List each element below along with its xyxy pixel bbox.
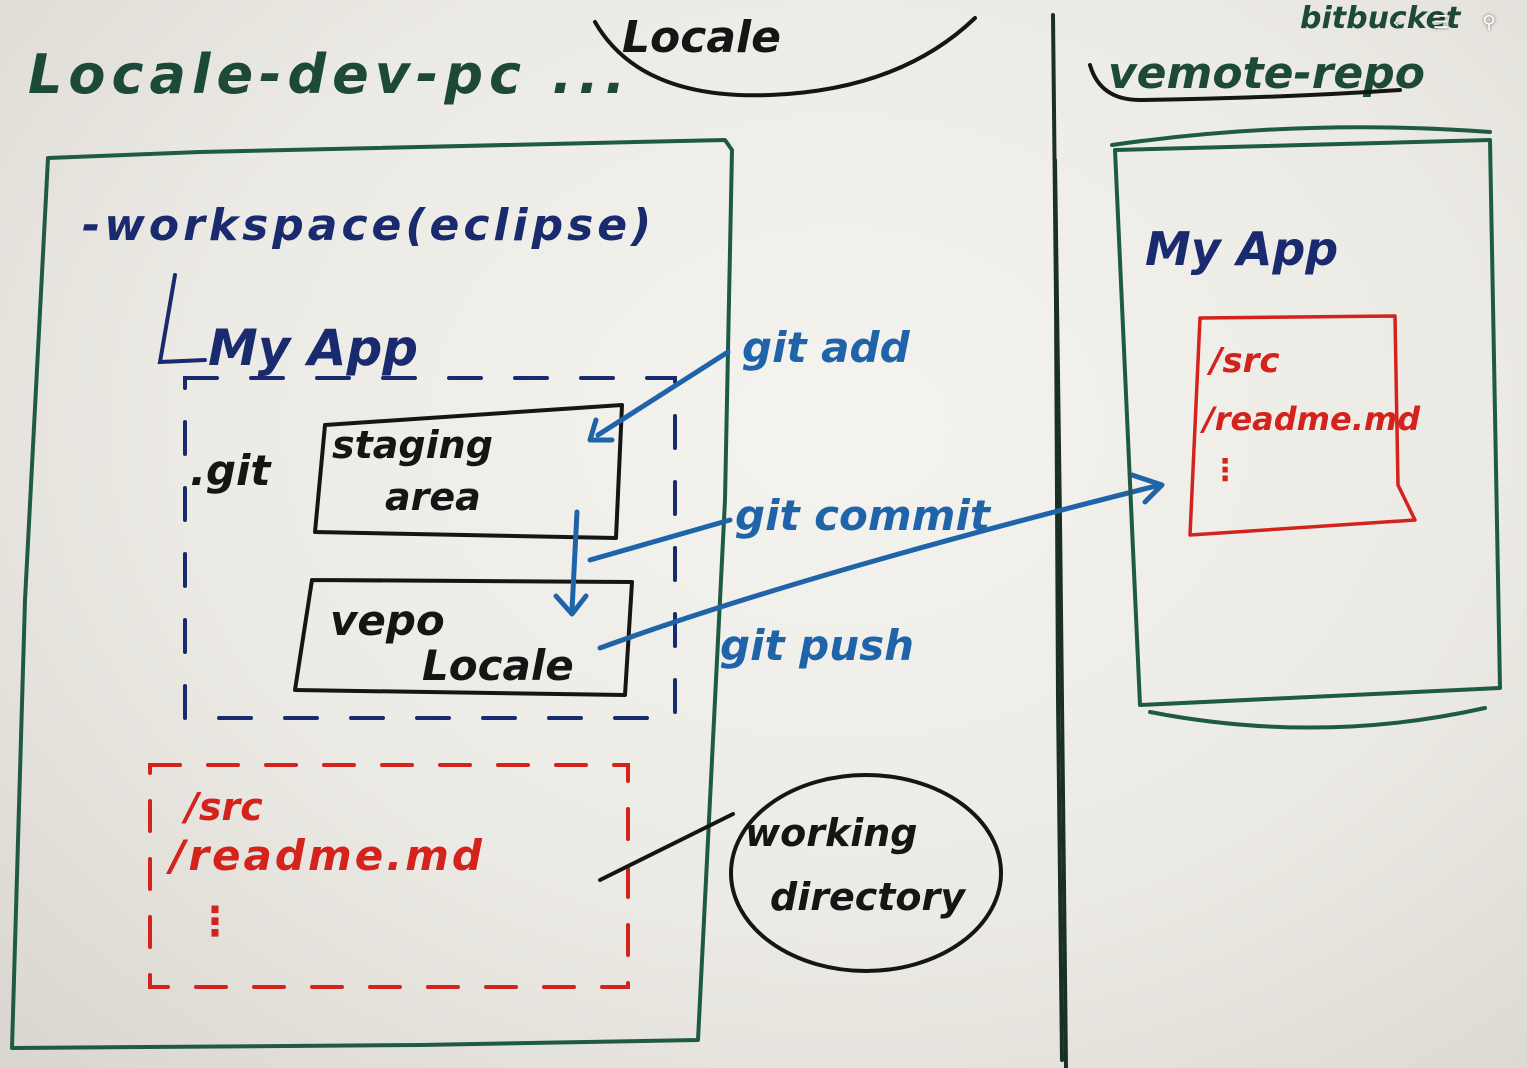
tune-icon[interactable]: ☰ [1432,12,1450,33]
local-header-underline [593,16,977,98]
git-add-label: git add [742,323,911,372]
divider-line-local [1051,13,1064,1062]
wd-more-indicator: ⋮ [195,899,235,945]
working-directory-callout-circle [729,773,1003,973]
share-icon[interactable]: ‹ [1392,12,1400,33]
git-folder-label: .git [190,446,272,495]
wd-src-label: /src [181,785,263,829]
hosting-label: bitbucket [1300,1,1462,36]
remote-readme-label: /readme.md [1199,400,1421,438]
repo-label-line1: vepo [330,596,445,645]
remote-src-label: /src [1206,341,1280,381]
working-directory-callout-line [598,812,735,882]
callout-line2: directory [770,875,967,919]
staging-label-line2: area [385,475,481,519]
git-commit-arrow [569,509,580,613]
local-title: Locale-dev-pc ... [28,43,631,106]
tree-connector [157,273,207,365]
remote-more-indicator: ⋮ [1210,453,1240,488]
zoom-icon[interactable]: ⚲ [1482,12,1496,33]
repo-label-line2: Locale [422,641,574,690]
git-push-arrow [597,482,1163,651]
callout-line1: working [745,811,918,855]
workspace-box [10,138,734,1050]
remote-files-box [1188,314,1417,537]
remote-repo-box [1113,138,1502,707]
wd-readme-label: /readme.md [165,831,485,880]
git-commit-label: git commit [735,491,992,540]
working-directory-box [148,763,630,989]
staging-area-box [313,403,624,540]
workspace-label: -workspace(eclipse) [82,200,655,251]
local-header: Locale [622,12,781,63]
remote-repo-bottom [1148,706,1487,730]
divider-line-remote [1053,158,1068,1068]
git-push-arrowhead [1129,472,1165,505]
local-repo-box [293,578,634,697]
staging-label-line1: staging [332,423,493,467]
git-add-arrow [595,349,731,438]
git-commit-arrowhead [553,593,589,617]
remote-repo-top [1110,125,1492,147]
git-folder-box [183,376,677,720]
git-commit-connector [587,517,733,563]
git-push-label: git push [720,621,914,670]
local-app-label: My App [208,319,418,377]
remote-title-underline [1088,63,1402,102]
git-add-arrowhead [587,417,615,443]
remote-app-label: My App [1145,222,1338,276]
